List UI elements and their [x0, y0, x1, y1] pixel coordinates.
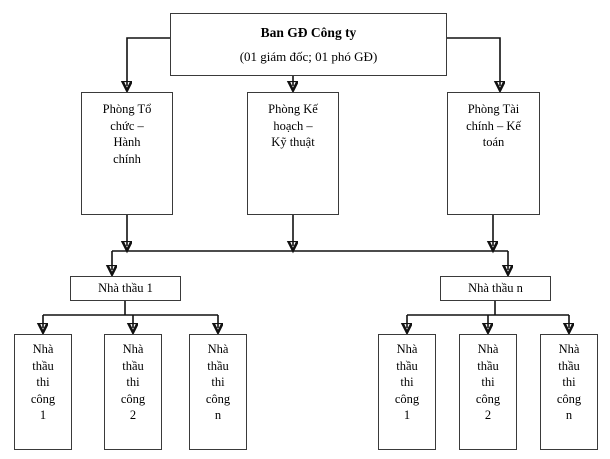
node-subcontractor-right-1[interactable]: Nhà thầu thi công 1 [378, 334, 436, 450]
node-department-planning-technical[interactable]: Phòng Kế hoạch – Kỹ thuật [247, 92, 339, 215]
node-board-of-directors-subtitle: (01 giám đốc; 01 phó GĐ) [239, 49, 378, 65]
node-subcontractor-left-1-label: Nhà thầu thi công 1 [30, 342, 56, 422]
node-subcontractor-right-1-label: Nhà thầu thi công 1 [394, 342, 420, 422]
node-board-of-directors-title: Ban GĐ Công ty [260, 24, 357, 40]
node-contractor-1-label: Nhà thầu 1 [98, 281, 153, 296]
node-department-organization-admin-label: Phòng Tổ chức – Hành chính [102, 102, 152, 166]
node-board-of-directors[interactable]: Ban GĐ Công ty (01 giám đốc; 01 phó GĐ) [170, 13, 447, 76]
node-subcontractor-left-n-label: Nhà thầu thi công n [205, 342, 231, 422]
node-subcontractor-left-n[interactable]: Nhà thầu thi công n [189, 334, 247, 450]
node-department-organization-admin[interactable]: Phòng Tổ chức – Hành chính [81, 92, 173, 215]
node-subcontractor-right-n[interactable]: Nhà thầu thi công n [540, 334, 598, 450]
node-subcontractor-right-2-label: Nhà thầu thi công 2 [475, 342, 501, 422]
node-subcontractor-left-2-label: Nhà thầu thi công 2 [120, 342, 146, 422]
connector-root-to-dept-2 [447, 37, 500, 86]
connector-root-to-dept-0 [127, 37, 170, 86]
node-contractor-1[interactable]: Nhà thầu 1 [70, 276, 181, 301]
node-subcontractor-left-2[interactable]: Nhà thầu thi công 2 [104, 334, 162, 450]
node-subcontractor-right-n-label: Nhà thầu thi công n [556, 342, 582, 422]
node-contractor-n-label: Nhà thầu n [468, 281, 523, 296]
node-department-finance-accounting-label: Phòng Tài chính – Kế toán [466, 102, 521, 149]
node-department-finance-accounting[interactable]: Phòng Tài chính – Kế toán [447, 92, 540, 215]
node-contractor-n[interactable]: Nhà thầu n [440, 276, 551, 301]
node-subcontractor-left-1[interactable]: Nhà thầu thi công 1 [14, 334, 72, 450]
node-subcontractor-right-2[interactable]: Nhà thầu thi công 2 [459, 334, 517, 450]
node-department-planning-technical-label: Phòng Kế hoạch – Kỹ thuật [268, 102, 318, 149]
